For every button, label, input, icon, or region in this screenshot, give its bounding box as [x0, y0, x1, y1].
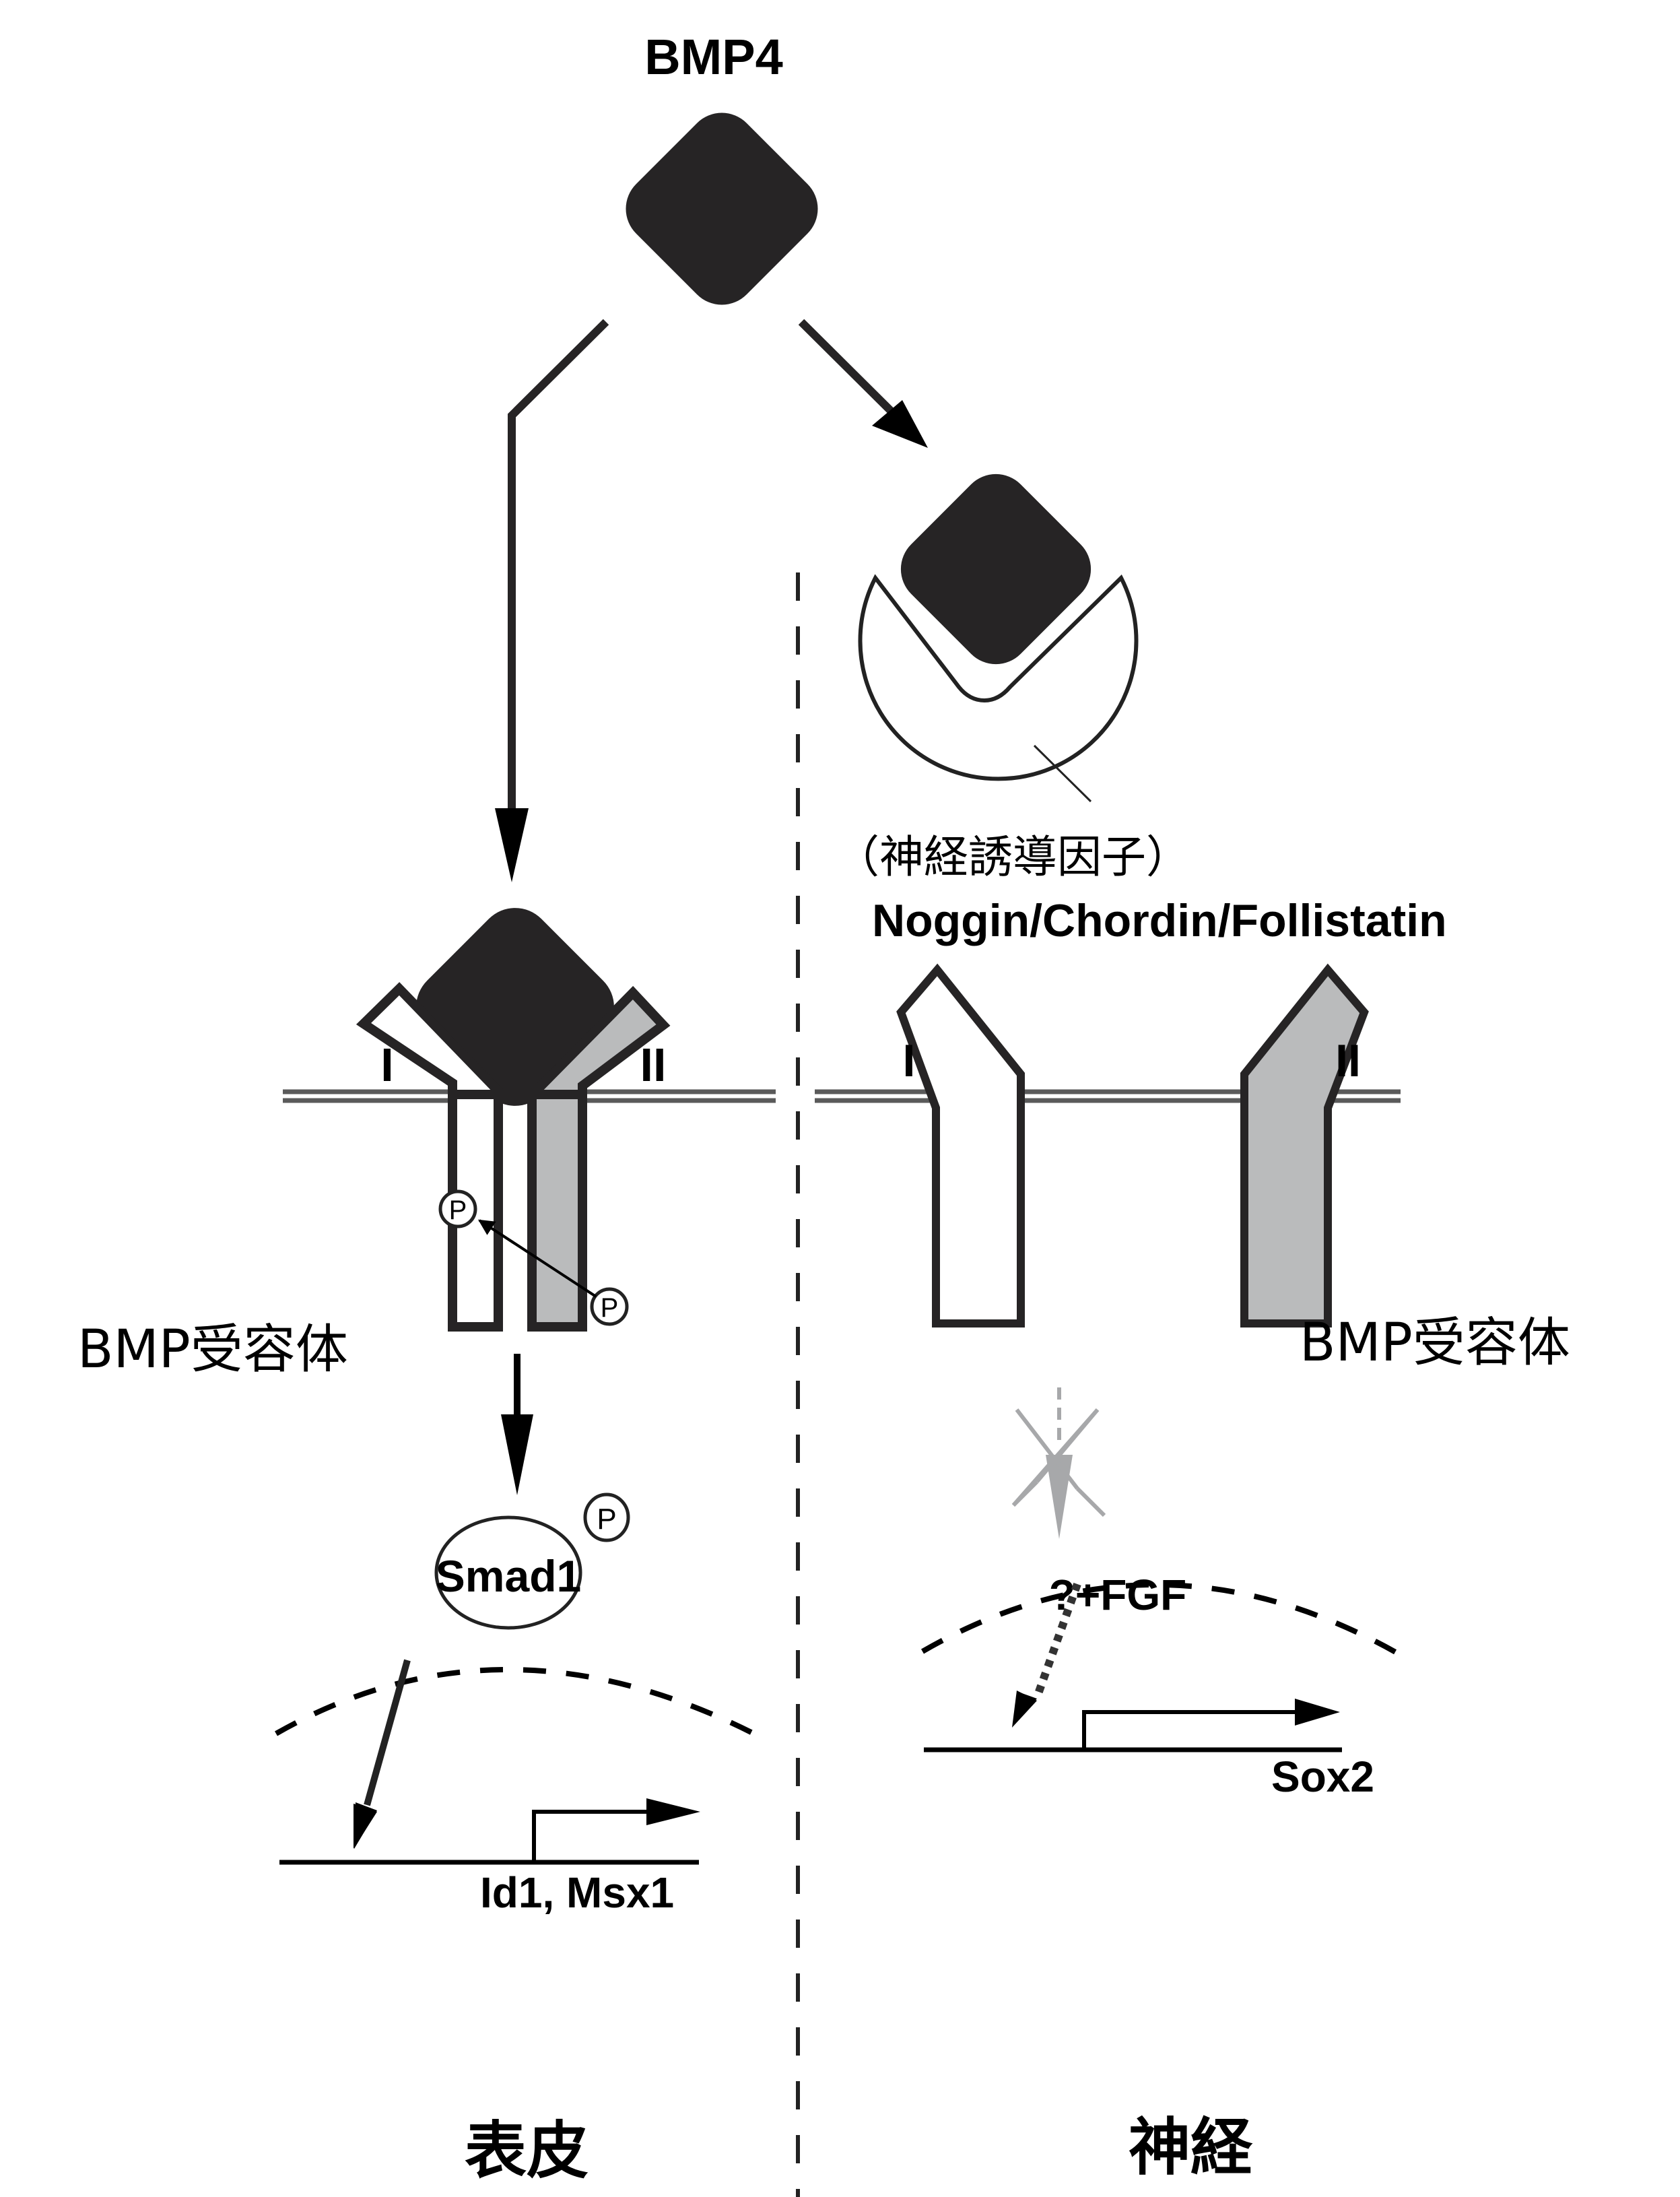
- right-fate-label: 神経: [1129, 2111, 1253, 2184]
- block-x-line-1: [1015, 1408, 1079, 1490]
- smad1-oval: [434, 1515, 582, 1630]
- ligand-to-receptor-arrowhead: [495, 808, 529, 882]
- inhibitor-names-label: Noggin/Chordin/Follistatin: [872, 895, 1447, 946]
- inhibitor-pointer-line: [1033, 744, 1092, 803]
- left-type1-label: I: [380, 1039, 393, 1091]
- left-receptor-type2-tail: [527, 1090, 587, 1332]
- smad-to-gene-arrowhead2: [354, 1802, 377, 1849]
- left-tss-arrowhead: [646, 1798, 700, 1825]
- ligand-to-inhibitor-arrowhead: [872, 400, 928, 448]
- phospho-site-type2-circle: [590, 1287, 629, 1326]
- left-receptor-label: BMP受容体: [77, 1319, 348, 1380]
- right-type2-label: II: [1335, 1035, 1361, 1086]
- right-genes-label: Sox2: [1271, 1752, 1374, 1801]
- bmp4-label: BMP4: [644, 29, 783, 85]
- left-fate-label: 表皮: [465, 2115, 589, 2187]
- phospho-site-type1-circle: [438, 1189, 477, 1228]
- ligand-to-inhibitor-line: [798, 319, 899, 419]
- right-tss-arrowhead: [1295, 1699, 1340, 1726]
- smad1-phospho-label: P: [597, 1503, 616, 1536]
- left-nuclear-envelope: [275, 1666, 766, 1742]
- fgf-to-gene-dotted-line: [1033, 1582, 1081, 1699]
- left-genes-label: Id1, Msx1: [480, 1868, 674, 1917]
- inhibitor-protein: [858, 574, 1139, 781]
- phospho-label-1b: P: [449, 1195, 467, 1225]
- right-receptor-label: BMP受容体: [1300, 1313, 1570, 1373]
- smad-to-gene-line: [364, 1659, 411, 1806]
- bmp4-ligand-receptor-bound: [416, 908, 614, 1106]
- right-type1-label: I: [903, 1035, 916, 1086]
- transphosphorylation-line: [477, 1219, 597, 1298]
- smad1-phospho: [583, 1493, 630, 1542]
- bmp4-ligand-top: [626, 112, 818, 305]
- right-receptor-type1-shape: [896, 963, 1025, 1327]
- fgf-to-gene-arrowhead-main: [1013, 1692, 1037, 1726]
- blocked-signal-arrow: [1011, 1387, 1106, 1539]
- phospho-label-2b: P: [601, 1293, 619, 1323]
- left-tss-line: [532, 1810, 657, 1862]
- right-tss-line: [1082, 1710, 1320, 1750]
- left-type2-label: II: [640, 1039, 667, 1091]
- ligand-to-receptor-line: [508, 319, 609, 815]
- smad1-label: Smad1: [436, 1551, 581, 1601]
- right-receptor-type2-shape: [1240, 963, 1369, 1327]
- inhibitor-jp-label: （神経誘導因子）: [835, 831, 1190, 883]
- bmp4-ligand-bound: [900, 473, 1091, 665]
- receptor-to-smad-arrowhead: [501, 1414, 533, 1495]
